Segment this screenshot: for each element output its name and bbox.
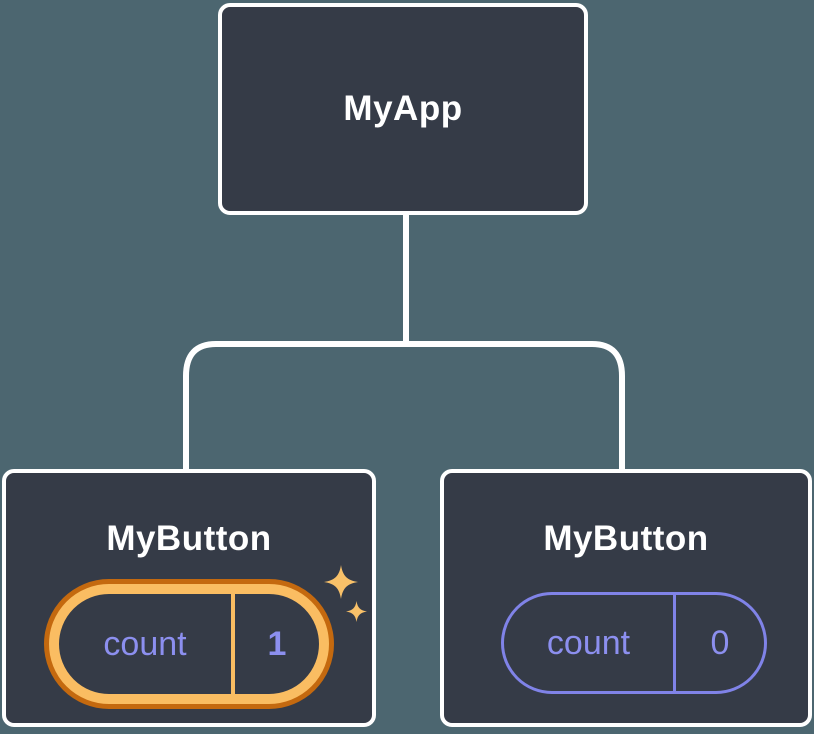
root-node-myapp: MyApp bbox=[218, 3, 588, 215]
state-value: 1 bbox=[267, 624, 287, 663]
sparkle-icon bbox=[346, 601, 367, 622]
state-value: 0 bbox=[710, 623, 730, 662]
sparkle-icon bbox=[324, 565, 358, 599]
state-name: count bbox=[103, 624, 187, 663]
state-pill-highlighted: count 1 bbox=[49, 584, 329, 704]
state-name: count bbox=[546, 623, 631, 662]
child-node-mybutton-1: MyButton count 1 bbox=[2, 469, 376, 727]
root-node-label: MyApp bbox=[343, 89, 463, 128]
child-node-label: MyButton bbox=[106, 519, 272, 558]
child-node-mybutton-0: MyButton count 0 bbox=[440, 469, 812, 727]
child-node-label: MyButton bbox=[543, 519, 709, 558]
state-pill: count 0 bbox=[501, 592, 767, 694]
pill-divider bbox=[231, 594, 235, 694]
pill-divider bbox=[673, 595, 676, 691]
